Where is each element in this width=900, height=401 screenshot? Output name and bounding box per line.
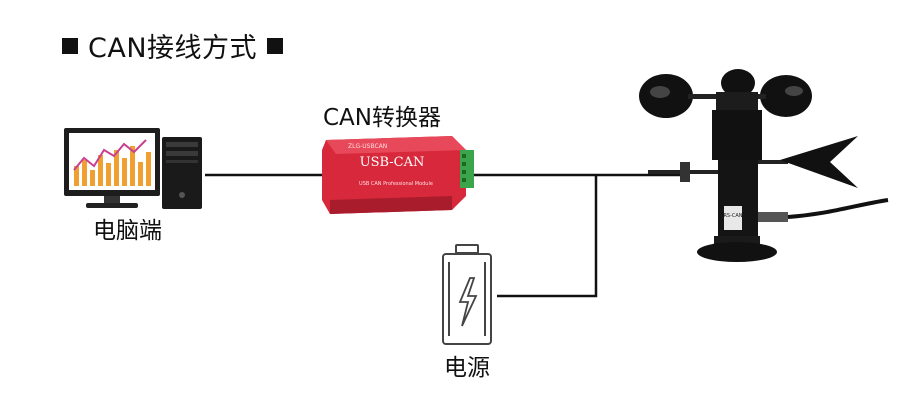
converter-small-text: ZLG-USBCAN <box>348 143 387 150</box>
computer-tower-icon <box>162 137 202 209</box>
title-text: CAN接线方式 <box>88 33 258 64</box>
pc-label: 电脑端 <box>93 218 162 244</box>
can-converter-device <box>322 136 474 214</box>
anemometer-sensor <box>639 69 889 262</box>
title-left-square-icon <box>62 37 78 54</box>
converter-label: CAN转换器 <box>323 105 441 131</box>
battery-icon <box>442 244 492 345</box>
wires <box>205 173 690 298</box>
title-right-square-icon <box>267 37 284 54</box>
converter-device-text: USB-CAN <box>360 155 425 170</box>
converter-bottom-text: USB CAN Professional Module <box>359 181 433 187</box>
sensor-tag-text: RS-CAN <box>723 213 742 219</box>
monitor-icon <box>64 128 160 208</box>
diagram-title: CAN接线方式 <box>62 26 284 65</box>
wire-power-to-bus <box>497 175 598 298</box>
power-label: 电源 <box>444 355 490 381</box>
